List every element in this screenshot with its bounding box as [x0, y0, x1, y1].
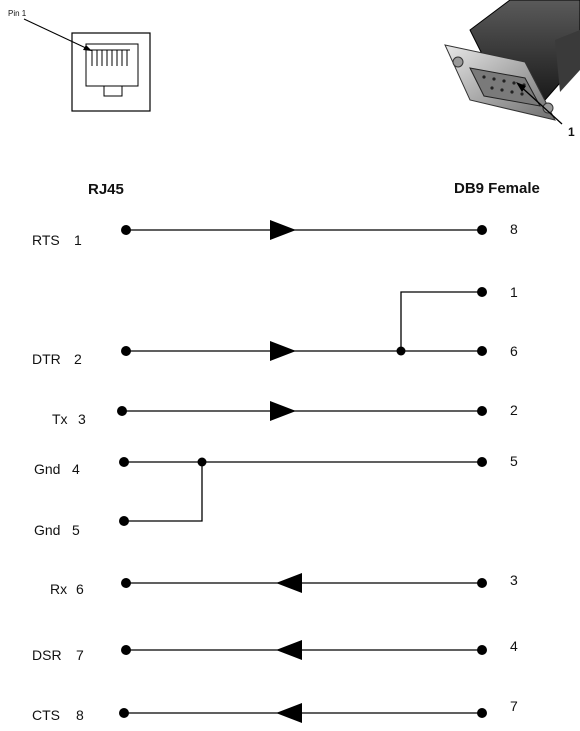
- rj45-pin-dot: [117, 406, 127, 416]
- rj45-pin-number: 3: [78, 411, 86, 427]
- rj45-pin-dot: [121, 645, 131, 655]
- arrow-right-icon: [270, 401, 296, 421]
- wire-dtr-1: [400, 291, 482, 351]
- rj45-pin-dot: [119, 457, 129, 467]
- arrow-left-icon: [276, 640, 302, 660]
- db9-connector-icon: [444, 0, 580, 125]
- db9-pin1-callout: 1: [568, 125, 575, 139]
- arrow-left-icon: [276, 703, 302, 723]
- junction-dot: [396, 346, 406, 356]
- db9-pin-dot: [477, 287, 487, 297]
- arrow-right-icon: [270, 341, 296, 361]
- rj45-pin-label: Rx: [50, 581, 67, 597]
- rj45-pin-label: Tx: [52, 411, 68, 427]
- db9-header: DB9 Female: [454, 180, 540, 197]
- db9-pin-number: 7: [510, 698, 518, 714]
- db9-pin-dot: [477, 645, 487, 655]
- rj45-pin-dot: [121, 225, 131, 235]
- db9-pin-dot: [477, 708, 487, 718]
- rj45-pin-number: 5: [72, 522, 80, 538]
- pin1-arrow-icon: [23, 18, 92, 51]
- rj45-pin-dot: [121, 346, 131, 356]
- rj45-pin-label: DTR: [32, 351, 61, 367]
- rj45-pin-number: 8: [76, 707, 84, 723]
- rj45-pin-number: 2: [74, 351, 82, 367]
- db9-pin-number: 4: [510, 638, 518, 654]
- rj45-pin-number: 4: [72, 461, 80, 477]
- db9-pin-number: 5: [510, 453, 518, 469]
- rj45-pin-label: Gnd: [34, 461, 60, 477]
- db9-pin-number: 3: [510, 572, 518, 588]
- db9-pin-dot: [477, 346, 487, 356]
- db9-pin-dot: [477, 457, 487, 467]
- db9-pin-dot: [477, 578, 487, 588]
- rj45-pin-label: RTS: [32, 232, 60, 248]
- rj45-pin-dot: [121, 578, 131, 588]
- rj45-pin-dot: [119, 708, 129, 718]
- junction-dot: [197, 457, 207, 467]
- db9-pin-dot: [477, 406, 487, 416]
- db9-pin-number: 1: [510, 284, 518, 300]
- rj45-pin-label: Gnd: [34, 522, 60, 538]
- wire-gnd5-5: [124, 462, 203, 522]
- db9-pin-dot: [477, 225, 487, 235]
- rj45-pin-label: CTS: [32, 707, 60, 723]
- rj45-jack-icon: [71, 32, 151, 112]
- arrow-right-icon: [270, 220, 296, 240]
- arrow-left-icon: [276, 573, 302, 593]
- rj45-pin-number: 1: [74, 232, 82, 248]
- rj45-pin-dot: [119, 516, 129, 526]
- db9-pin-number: 6: [510, 343, 518, 359]
- db9-pin-number: 8: [510, 221, 518, 237]
- rj45-pin-label: DSR: [32, 647, 62, 663]
- pin1-label: Pin 1: [8, 9, 27, 18]
- rj45-header: RJ45: [88, 181, 124, 198]
- rj45-pin-number: 6: [76, 581, 84, 597]
- rj45-pin-number: 7: [76, 647, 84, 663]
- db9-pin-number: 2: [510, 402, 518, 418]
